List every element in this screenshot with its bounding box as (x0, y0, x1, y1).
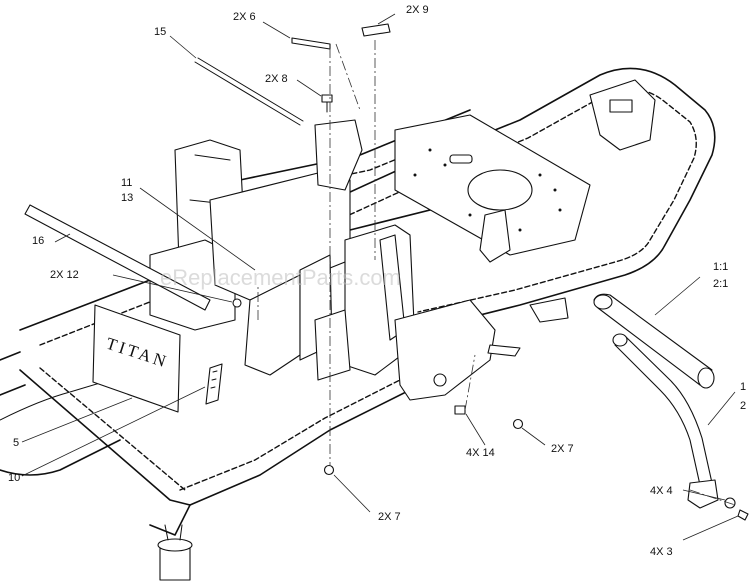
callout-11: 11 (121, 177, 132, 189)
watermark-text: eReplacementParts.com (160, 265, 401, 290)
steering-lever (593, 293, 719, 509)
callout-2-1: 2:1 (713, 278, 728, 290)
engine-deck-plate (394, 79, 656, 256)
callout-1: 1 (740, 381, 746, 393)
control-tower (149, 119, 569, 401)
callout-2x7-right: 2X 7 (551, 443, 574, 455)
callout-4x3: 4X 3 (650, 546, 673, 558)
callout-2: 2 (740, 400, 746, 412)
callout-15: 15 (154, 26, 166, 38)
callout-2x8: 2X 8 (265, 73, 288, 85)
leader-lines (21, 13, 739, 541)
callout-2x9: 2X 9 (406, 4, 429, 16)
callout-2x12: 2X 12 (50, 269, 79, 281)
callout-4x14: 4X 14 (466, 447, 495, 459)
callout-2x6: 2X 6 (233, 11, 256, 23)
callout-4x4: 4X 4 (650, 485, 673, 497)
callout-10: 10 (8, 472, 20, 484)
callout-13: 13 (121, 192, 133, 204)
centerlines (257, 40, 736, 506)
hardware (24, 23, 749, 521)
callout-2x7-bottom: 2X 7 (378, 511, 401, 523)
callout-5: 5 (13, 437, 19, 449)
titan-decal-plate: TITAN (92, 304, 181, 413)
callout-1-1: 1:1 (713, 261, 728, 273)
callout-labels: 15 2X 6 2X 9 2X 8 11 13 16 2X 12 1:1 2:1… (8, 4, 746, 558)
callout-16: 16 (32, 235, 44, 247)
